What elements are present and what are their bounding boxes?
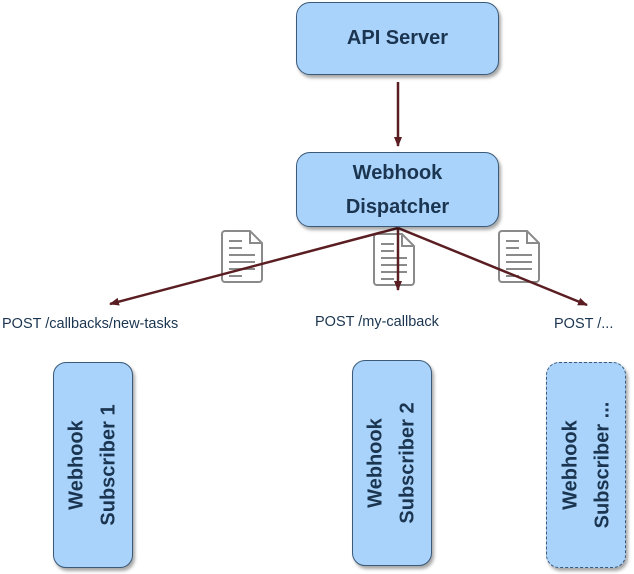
document-icon: [221, 230, 263, 283]
dispatcher-label-line1: Webhook: [352, 161, 443, 184]
subscriber-n-label-line1: Webhook: [559, 420, 581, 510]
subscriber-n-label-line2: Subscriber ...: [591, 401, 613, 529]
api-server-label: API Server: [346, 27, 449, 49]
arrow-to-subscriber-1: [109, 226, 399, 306]
webhook-subscriber-n-node: Webhook Subscriber ...: [546, 362, 626, 568]
dispatcher-label-line2: Dispatcher: [345, 195, 450, 218]
document-icon: [498, 230, 540, 283]
webhook-dispatcher-node: Webhook Dispatcher: [296, 152, 499, 227]
subscriber-1-label-line1: Webhook: [66, 420, 89, 510]
webhook-subscriber-1-node: Webhook Subscriber 1: [53, 362, 133, 568]
webhook-subscriber-2-node: Webhook Subscriber 2: [352, 360, 432, 566]
subscriber-1-label-line2: Subscriber 1: [98, 404, 121, 526]
edge-label-subscriber-2: POST /my-callback: [315, 314, 439, 330]
edge-label-subscriber-n: POST /...: [554, 316, 614, 332]
edge-label-subscriber-1: POST /callbacks/new-tasks: [2, 316, 179, 332]
subscriber-2-label-line1: Webhook: [365, 418, 388, 508]
subscriber-2-label-line2: Subscriber 2: [397, 402, 420, 524]
api-server-node: API Server: [296, 2, 499, 75]
arrow-to-subscriber-n: [397, 226, 588, 307]
document-icon: [373, 233, 415, 286]
